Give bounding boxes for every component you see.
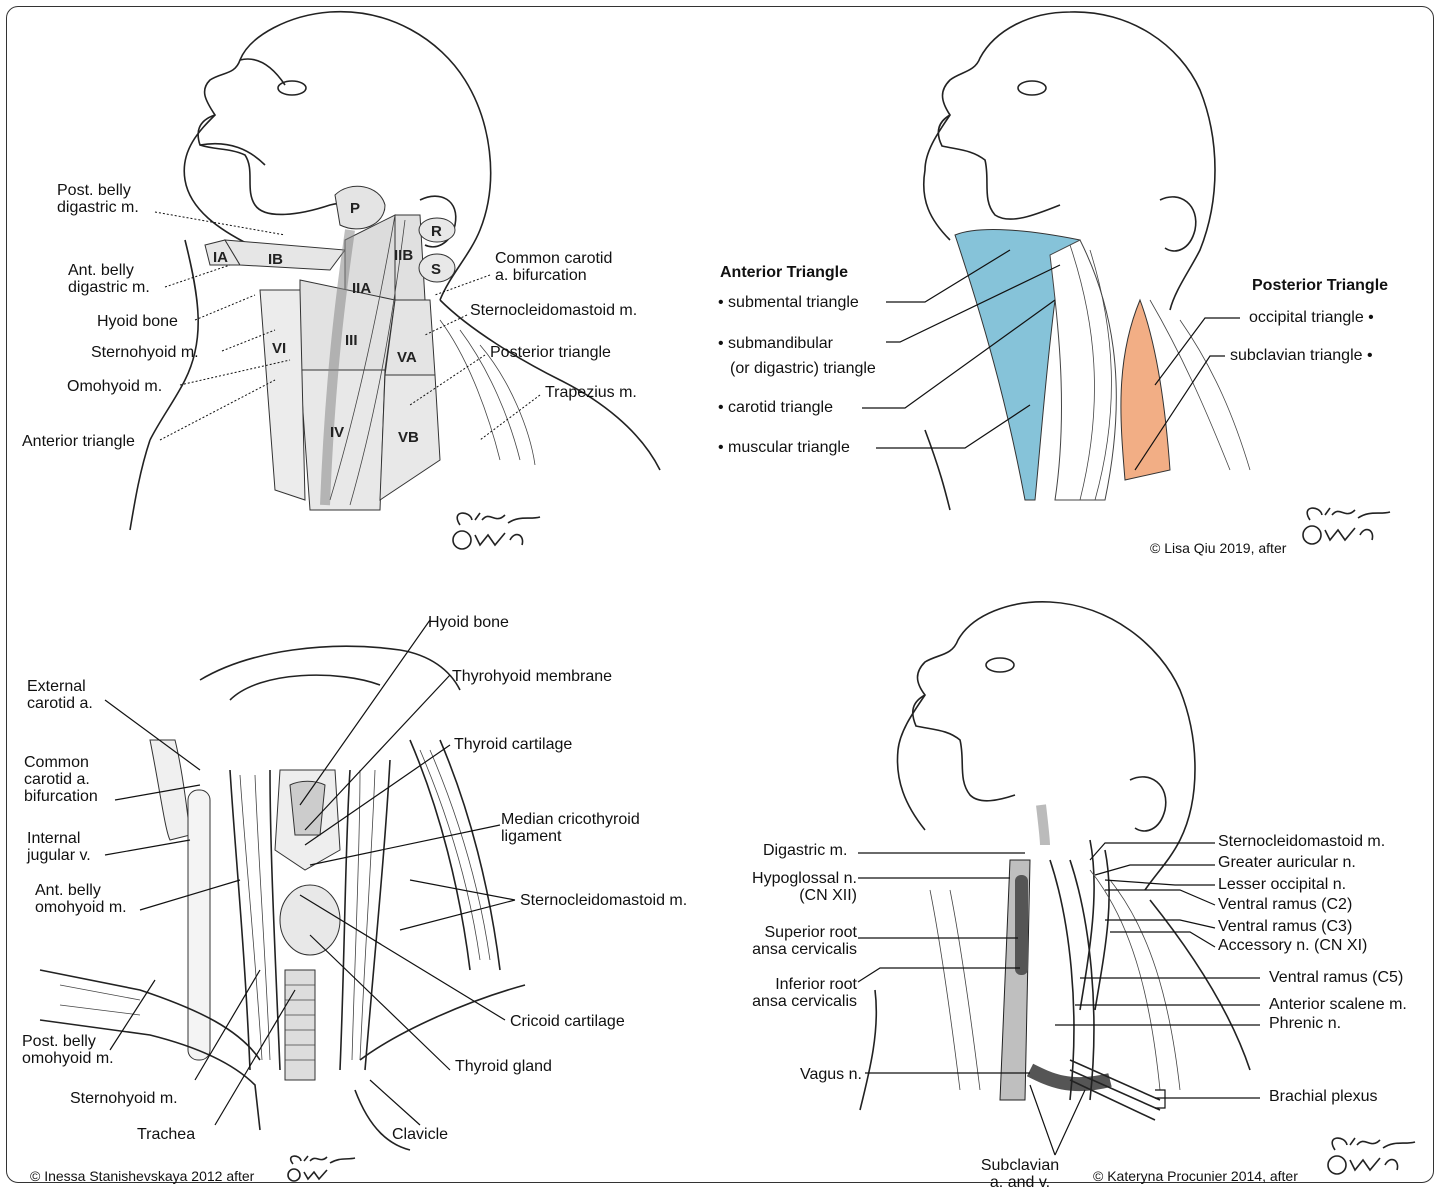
svg-text:VB: VB [398,429,419,446]
label-hypoglossal: Hypoglossal n.(CN XII) [740,870,857,904]
item-submental: • submental triangle [718,294,859,311]
label-sternocleidomastoid: Sternocleidomastoid m. [520,892,687,909]
item-digastric: (or digastric) triangle [730,360,876,377]
label-hyoid-bone: Hyoid bone [97,313,178,330]
item-subclavian: subclavian triangle • [1230,347,1373,364]
label-r-accessory: Accessory n. (CN XI) [1218,937,1367,954]
panel-neck-levels: IA IB IIA IIB III IV VA VB VI P R S Post… [0,0,720,590]
signature-mark-bl [285,1150,365,1185]
label-posterior-triangle: Posterior triangle [490,344,611,361]
svg-text:S: S [431,261,441,278]
posterior-triangle-title: Posterior Triangle [1252,277,1388,294]
label-cricoid-cartilage: Cricoid cartilage [510,1013,625,1030]
svg-text:IIA: IIA [352,280,371,297]
svg-text:IIB: IIB [394,247,413,264]
label-r-phrenic: Phrenic n. [1269,1015,1341,1032]
label-omohyoid: Omohyoid m. [67,378,162,395]
panel-neck-nerves: Digastric m. Hypoglossal n.(CN XII) Supe… [710,590,1440,1189]
label-sternohyoid: Sternohyoid m. [91,344,199,361]
label-clavicle: Clavicle [392,1126,448,1143]
item-carotid: • carotid triangle [718,399,833,416]
svg-text:III: III [345,332,358,349]
label-thyroid-cartilage: Thyroid cartilage [454,736,572,753]
label-sternohyoid: Sternohyoid m. [70,1090,178,1107]
label-anterior-triangle: Anterior triangle [22,433,135,450]
item-submandibular: • submandibular [718,335,833,352]
svg-text:VA: VA [397,349,417,366]
label-r-lesser-occipital: Lesser occipital n. [1218,876,1346,893]
label-r-anterior-scalene: Anterior scalene m. [1269,996,1407,1013]
panel-anterior-neck: Hyoid bone Thyrohyoid membrane Thyroid c… [0,590,720,1189]
svg-text:P: P [350,200,360,217]
label-vagus: Vagus n. [800,1066,862,1083]
anterior-triangle-title: Anterior Triangle [720,264,848,281]
signature-mark-br [1325,1130,1425,1180]
label-thyrohyoid-membrane: Thyrohyoid membrane [452,668,612,685]
label-trapezius: Trapezius m. [545,384,637,401]
label-r-greater-auricular: Greater auricular n. [1218,854,1356,871]
svg-text:IB: IB [268,251,283,268]
item-occipital: occipital triangle • [1249,309,1374,326]
svg-text:IV: IV [330,424,344,441]
item-muscular: • muscular triangle [718,439,850,456]
label-hyoid-bone: Hyoid bone [428,614,509,631]
credit-br: © Kateryna Procunier 2014, after [1093,1168,1298,1184]
label-r-brachial-plexus: Brachial plexus [1269,1088,1378,1105]
svg-text:R: R [431,223,442,240]
panel-neck-triangles: Anterior Triangle • submental triangle •… [710,0,1440,590]
credit-bl: © Inessa Stanishevskaya 2012 after [30,1168,254,1184]
signature-mark-tl [450,505,550,555]
svg-text:VI: VI [272,340,286,357]
svg-text:IA: IA [213,249,228,266]
label-r-sternocleidomastoid: Sternocleidomastoid m. [1218,833,1385,850]
label-thyroid-gland: Thyroid gland [455,1058,552,1075]
label-r-ventral-c2: Ventral ramus (C2) [1218,896,1352,913]
label-r-ventral-c3: Ventral ramus (C3) [1218,918,1352,935]
label-trachea: Trachea [137,1126,195,1143]
label-sternocleidomastoid: Sternocleidomastoid m. [470,302,637,319]
label-r-ventral-c5: Ventral ramus (C5) [1269,969,1403,986]
label-digastric: Digastric m. [763,842,847,859]
signature-mark-tr [1300,500,1400,550]
credit-tr: © Lisa Qiu 2019, after [1150,540,1286,556]
